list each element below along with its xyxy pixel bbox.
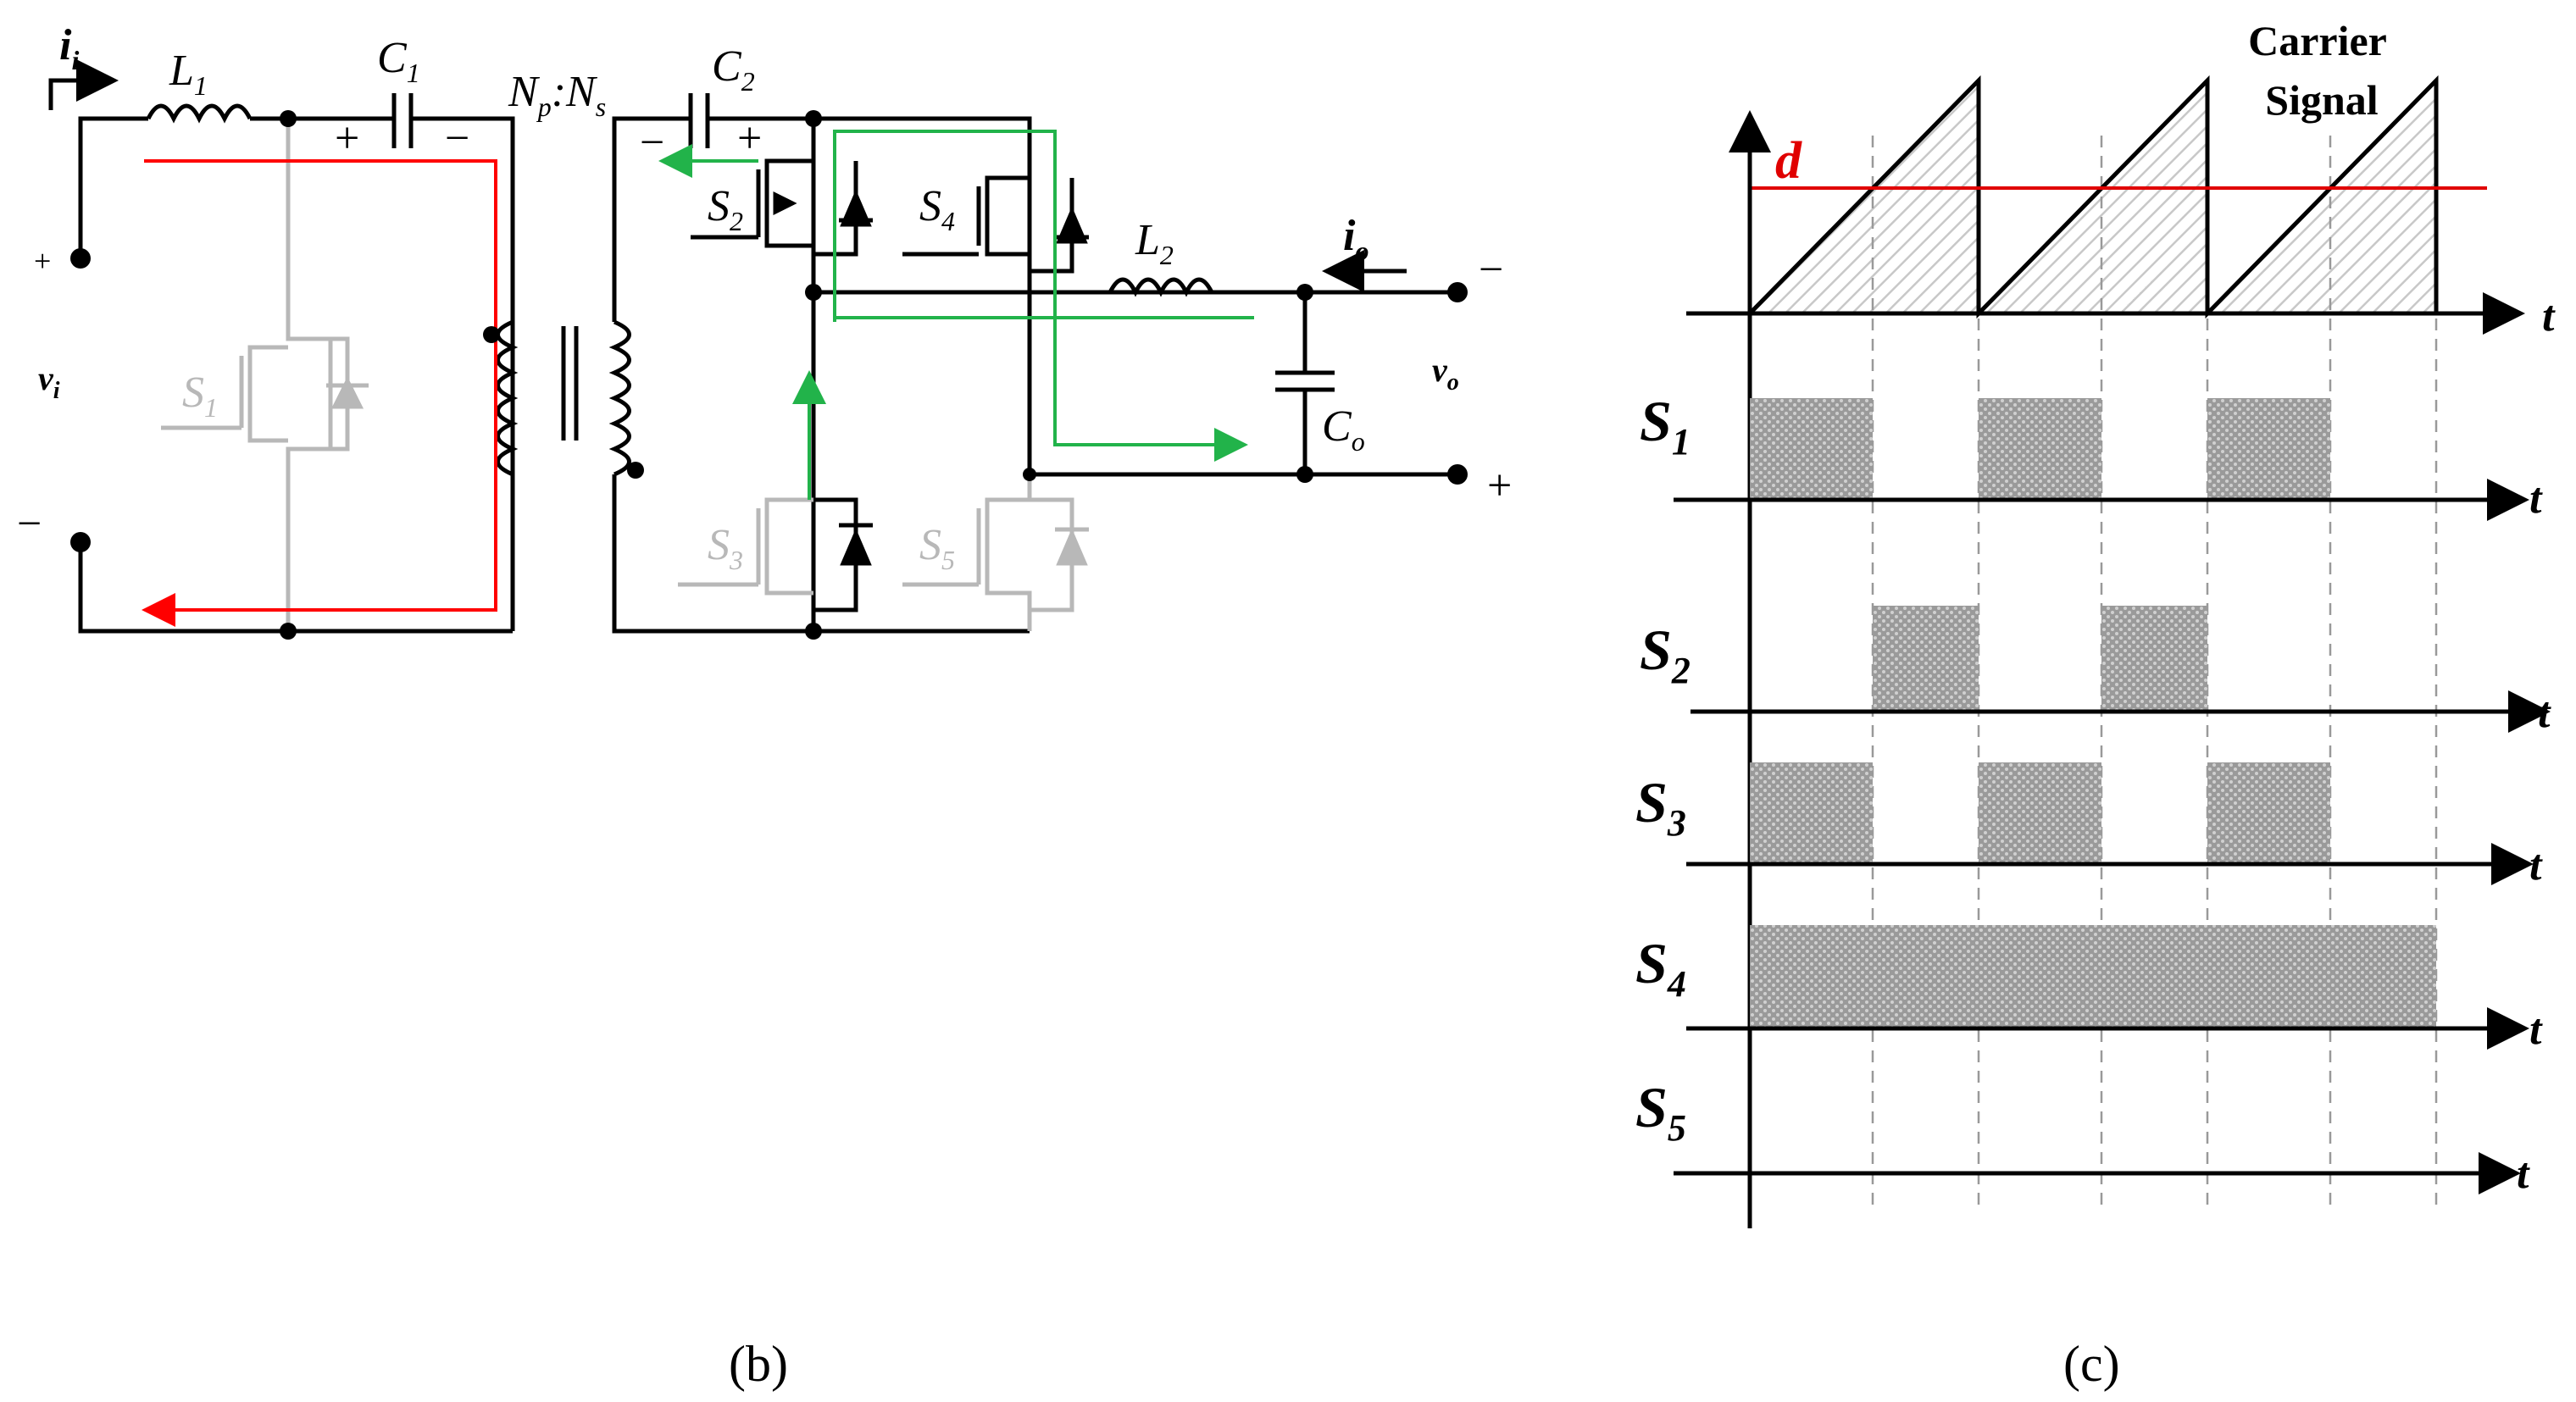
label-vin-minus: − (17, 500, 42, 548)
primary-current-path (142, 159, 497, 627)
label-Co: Co (1322, 402, 1365, 457)
label-vo-minus: − (1479, 246, 1503, 294)
label-C1-minus: − (445, 114, 469, 163)
label-carrier-2: Signal (2265, 76, 2379, 124)
svg-text:t: t (2538, 689, 2551, 737)
label-S2: S2 (708, 182, 743, 236)
signal-S1: t S1 (1640, 389, 2543, 523)
label-L2: L2 (1135, 216, 1174, 270)
signal-S3: t S3 (1635, 762, 2543, 889)
svg-text:t: t (2529, 1006, 2543, 1054)
caption-c: (c) (2063, 1336, 2120, 1392)
label-S4: S4 (919, 182, 955, 236)
label-S5: S5 (919, 521, 955, 575)
capacitor-Co (1275, 292, 1335, 474)
carrier-signal (1748, 75, 2439, 319)
transformer-primary (496, 319, 519, 477)
label-t-carrier: t (2542, 292, 2556, 341)
inductor-L2 (1108, 277, 1305, 297)
label-C2: C2 (712, 42, 755, 97)
svg-text:S5: S5 (1635, 1075, 1686, 1149)
switch-S3-diode (811, 474, 873, 631)
label-C1-plus: + (335, 114, 359, 163)
label-L1: L1 (169, 47, 208, 101)
capacitor-C2 (688, 93, 710, 148)
svg-text:S4: S4 (1635, 931, 1686, 1005)
input-current-arrow (48, 59, 119, 110)
secondary-current-path-2 (833, 130, 1248, 462)
label-vin: vi (38, 359, 60, 404)
timing-diagram: d Carrier Signal t t S1 t S2 (1635, 17, 2556, 1392)
svg-text:t: t (2529, 474, 2543, 523)
switch-S1 (161, 119, 369, 631)
label-carrier-1: Carrier (2248, 17, 2387, 64)
switch-S4 (902, 175, 1089, 274)
svg-text:S1: S1 (1640, 389, 1690, 463)
label-io: io (1343, 212, 1368, 266)
svg-text:S2: S2 (1640, 618, 1690, 691)
svg-text:t: t (2517, 1150, 2530, 1198)
label-vo-plus: + (1487, 462, 1512, 510)
label-C2-minus: − (640, 119, 664, 167)
label-vo: vo (1432, 351, 1459, 396)
transformer-secondary (608, 319, 631, 477)
label-duty: d (1775, 132, 1802, 190)
label-vin-plus: + (34, 244, 51, 278)
secondary-current-path-3 (833, 131, 1254, 319)
label-input-current: ii (59, 21, 79, 75)
circuit-nodes (70, 110, 1468, 640)
signal-S5: t S5 (1635, 1075, 2530, 1198)
signal-S4: t S4 (1635, 925, 2543, 1054)
switch-S5 (902, 474, 1089, 631)
capacitor-C1 (391, 93, 414, 148)
inductor-L1 (146, 103, 253, 124)
signal-S2: t S2 (1640, 606, 2551, 737)
label-S3: S3 (708, 521, 743, 575)
svg-text:t: t (2529, 841, 2543, 889)
circuit-labels: ii L1 C1 + − Np:Ns C2 − + + − vi S1 S2 S… (17, 21, 1512, 1392)
input-bottom-wire (78, 542, 513, 634)
svg-text:S3: S3 (1635, 770, 1686, 844)
switch-S2 (691, 158, 873, 257)
label-C1: C1 (377, 34, 420, 88)
label-S1: S1 (182, 369, 218, 423)
label-C2-plus: + (737, 114, 762, 163)
caption-b: (b) (729, 1336, 788, 1392)
label-turns-ratio: Np:Ns (508, 68, 606, 122)
switch-S3 (678, 497, 813, 596)
input-top-wire (78, 116, 148, 258)
inactive-switches (161, 119, 1089, 631)
